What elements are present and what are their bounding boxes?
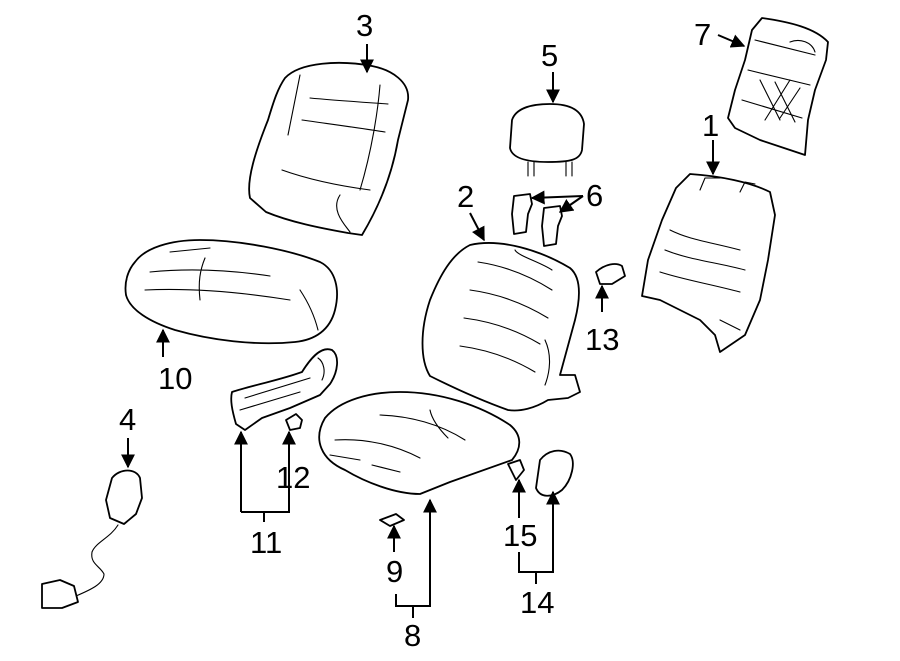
callout-2: 2 [457, 179, 474, 214]
trim-clip-9 [379, 513, 405, 527]
callout-1: 1 [702, 108, 719, 143]
callout-5: 5 [541, 38, 558, 73]
callout-13: 13 [585, 322, 619, 357]
callout-14: 14 [520, 585, 554, 620]
seat-back-pad [421, 242, 581, 412]
callout-15: 15 [503, 518, 537, 553]
leader-lines [121, 34, 746, 618]
callout-6: 6 [586, 178, 603, 213]
trim-clip-15 [507, 459, 525, 481]
seat-switch-harness [41, 469, 143, 609]
headrest [509, 103, 585, 177]
seat-side-trim [230, 348, 338, 431]
callout-7: 7 [694, 17, 711, 52]
seat-back-panel [727, 17, 829, 156]
seat-back-cover [248, 62, 409, 236]
headrest-guides [511, 193, 563, 247]
seat-cushion-cover [124, 239, 338, 345]
callout-numbers: 1 2 3 4 5 6 7 8 9 10 11 12 13 14 15 [119, 8, 719, 653]
callout-8: 8 [404, 618, 421, 653]
callout-10: 10 [158, 361, 192, 396]
seat-back-frame [641, 173, 776, 353]
trim-clip [595, 263, 626, 285]
trim-clip-12 [285, 413, 303, 431]
callout-12: 12 [276, 460, 310, 495]
recliner-cover [535, 449, 574, 497]
callout-9: 9 [386, 554, 403, 589]
seat-cushion-pad [318, 391, 521, 495]
callout-11: 11 [250, 525, 282, 560]
callout-4: 4 [119, 402, 136, 437]
callout-3: 3 [356, 8, 373, 43]
